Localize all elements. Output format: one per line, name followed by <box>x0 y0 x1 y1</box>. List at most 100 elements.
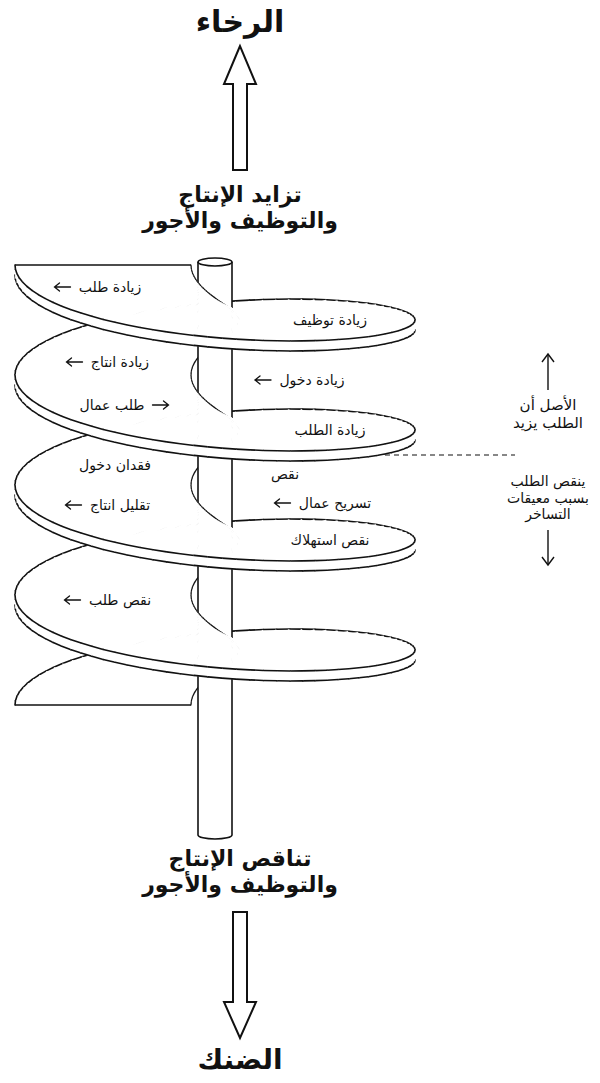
helix-rim-edge <box>153 670 166 672</box>
helix-rim <box>368 665 377 676</box>
flow-arrow <box>153 401 169 409</box>
helix-segment <box>15 701 191 705</box>
helix-outer-edge <box>62 440 71 444</box>
helix-rim-edge <box>277 680 290 682</box>
label-box: نقص طلب <box>85 592 156 609</box>
helix-rim <box>349 338 359 349</box>
helix-rim-edge <box>398 559 403 561</box>
helix-outer-edge <box>103 539 115 542</box>
helix-surface <box>208 297 222 338</box>
helix-outer-edge <box>236 338 250 340</box>
helix-outer-edge <box>359 557 368 558</box>
side-note: ينقص الطلب بسبب معيقات التساخر <box>504 473 592 523</box>
helix-outer-edge <box>327 449 338 451</box>
helix-rim-edge <box>103 659 115 662</box>
helix-rim-edge <box>277 570 290 572</box>
helix-rim-edge <box>81 653 92 656</box>
helix-rim-edge <box>92 546 103 549</box>
label-box: الرخاء <box>192 4 289 40</box>
helix-outer-edge <box>71 530 81 533</box>
helix-outer-edge <box>250 409 264 411</box>
helix-end <box>15 704 191 706</box>
helix-outer-edge <box>359 337 368 338</box>
helix-rim <box>315 560 327 570</box>
helix-outer-edge <box>127 655 140 658</box>
helix-outer-edge <box>263 560 276 562</box>
helix-rim-edge <box>115 552 127 555</box>
helix-outer-edge <box>303 560 315 562</box>
helix-rim <box>167 552 181 564</box>
helix-rim-edge <box>277 350 290 352</box>
helix-outer-edge <box>23 463 27 467</box>
helix-outer-edge <box>194 555 208 556</box>
helix-rim-edge <box>349 347 359 350</box>
helix-rim <box>250 560 264 571</box>
helix-rim <box>263 340 276 350</box>
helix-outer-edge <box>398 549 403 551</box>
helix-rim <box>140 548 153 560</box>
label-box: تسريح عمال <box>295 495 376 512</box>
helix-rim <box>140 328 153 340</box>
helix-outer-edge <box>368 555 377 556</box>
helix-outer-edge <box>38 341 45 345</box>
helix-rim <box>236 559 250 570</box>
helix-rim-edge <box>368 345 377 346</box>
helix-outer-edge <box>236 558 250 560</box>
helix-rim-edge <box>250 459 264 461</box>
helix-outer-edge <box>53 444 62 448</box>
helix-rim-edge <box>398 339 403 341</box>
helix-segment <box>208 407 222 458</box>
helix-rim <box>103 319 115 332</box>
helix-rim-edge <box>303 680 315 682</box>
helix-rim <box>167 662 181 674</box>
helix-outer-edge <box>338 338 349 340</box>
helix-outer-edge <box>140 328 153 330</box>
helix-rim <box>103 539 115 552</box>
helix-outer-edge <box>27 507 32 511</box>
helix-outer-edge <box>315 559 327 561</box>
helix-rim-edge <box>303 350 315 352</box>
helix-outer-edge <box>153 440 166 442</box>
helix-outer-edge <box>236 519 250 521</box>
helix-rim-edge <box>81 433 92 436</box>
helix-rim <box>377 664 385 675</box>
helix-rim-edge <box>392 561 398 563</box>
helix-outer-edge <box>315 339 327 341</box>
helix-rim <box>208 447 222 458</box>
helix-rim-edge <box>103 329 115 332</box>
helix-rim <box>359 667 368 678</box>
helix-rim <box>236 449 250 460</box>
helix-outer-edge <box>208 447 222 448</box>
helix-outer-edge <box>398 439 403 441</box>
flow-arrow <box>275 499 291 507</box>
helix-outer-edge <box>38 405 45 409</box>
helix-outer-edge <box>19 388 22 392</box>
helix-outer-edge <box>167 442 181 444</box>
helix-outer-edge <box>290 340 303 342</box>
helix-rim-edge <box>71 320 81 323</box>
helix-outer-edge <box>250 629 264 631</box>
helix-outer-edge <box>180 664 194 666</box>
helix-outer-edge <box>250 339 264 341</box>
helix-outer-edge <box>38 671 45 675</box>
spiral-label: زيادة انتاج <box>87 354 154 371</box>
helix-rim <box>115 432 127 445</box>
helix-rim <box>140 658 153 670</box>
down-arrow <box>547 530 548 565</box>
helix-rim <box>392 661 398 673</box>
helix-rim-edge <box>32 411 38 415</box>
helix-rim-edge <box>62 426 71 430</box>
helix-rim-edge <box>62 316 71 320</box>
helix-outer-edge <box>27 617 32 621</box>
spiral-label: نقص <box>267 466 304 483</box>
helix-inner-edge <box>214 627 216 628</box>
helix-outer-edge <box>359 447 368 448</box>
helix-rim-edge <box>38 635 45 639</box>
helix-outer-edge <box>277 670 290 672</box>
helix-outer-edge <box>53 664 62 668</box>
helix-rim <box>290 451 303 461</box>
helix-outer-edge <box>32 455 38 459</box>
helix-outer-edge <box>392 551 398 553</box>
helix-outer-edge <box>127 545 140 548</box>
helix-outer-edge <box>19 578 22 582</box>
